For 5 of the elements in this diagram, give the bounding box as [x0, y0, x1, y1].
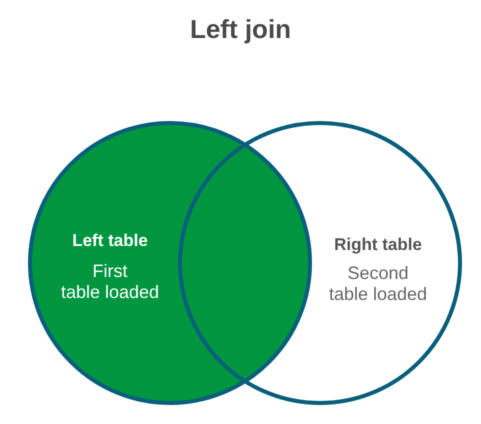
circle-text: Second table loaded	[328, 263, 428, 305]
circle-text: First table loaded	[60, 261, 160, 303]
diagram-title: Left join	[188, 14, 292, 44]
circle-heading: Left table	[71, 231, 149, 251]
circle-heading: Right table	[333, 235, 423, 255]
